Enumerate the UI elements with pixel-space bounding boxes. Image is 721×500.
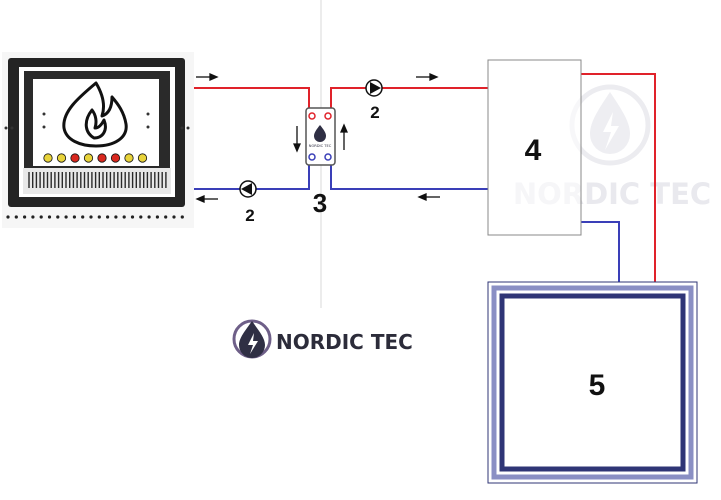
base-dot bbox=[97, 215, 101, 219]
fireplace-led bbox=[110, 153, 121, 163]
heat-exchanger-icon: NORDIC TEC bbox=[305, 107, 336, 166]
flame-icon bbox=[62, 81, 128, 148]
fireplace-leds bbox=[43, 153, 148, 163]
base-dot bbox=[31, 215, 35, 219]
fireplace-led bbox=[43, 153, 53, 163]
pump-label: 2 bbox=[370, 103, 379, 122]
fireplace-led bbox=[70, 153, 80, 163]
base-dot bbox=[6, 215, 10, 219]
base-dot bbox=[39, 215, 43, 219]
hot-supply-line bbox=[194, 73, 656, 282]
base-dot bbox=[172, 215, 176, 219]
fireplace-grate bbox=[28, 172, 167, 188]
base-dot bbox=[89, 215, 93, 219]
base-dot bbox=[47, 215, 52, 219]
fireplace-icon bbox=[2, 52, 194, 228]
base-dot bbox=[122, 215, 126, 219]
base-dot bbox=[106, 215, 110, 219]
fireplace-led bbox=[97, 153, 107, 163]
fireplace-led bbox=[137, 153, 148, 163]
base-dot bbox=[72, 215, 76, 219]
base-dot bbox=[180, 215, 184, 219]
base-dot bbox=[64, 215, 68, 219]
tank-label: 5 bbox=[589, 369, 606, 402]
base-dot bbox=[14, 215, 18, 219]
fireplace-led bbox=[124, 153, 134, 163]
storage-tank: 5 bbox=[487, 281, 698, 484]
arrow-icon bbox=[195, 195, 218, 203]
exchanger-logo-text: NORDIC TEC bbox=[309, 144, 332, 148]
pump-icon bbox=[239, 180, 257, 198]
fireplace-led bbox=[56, 153, 67, 163]
cold-return-line bbox=[194, 163, 620, 282]
pump-label: 2 bbox=[245, 206, 254, 225]
pump-icon bbox=[365, 79, 383, 97]
water-drop-bolt-icon bbox=[232, 319, 272, 359]
arrow-icon bbox=[196, 73, 219, 81]
arrow-icon bbox=[416, 73, 439, 81]
arrow-icon bbox=[417, 193, 440, 201]
base-dot bbox=[147, 215, 151, 219]
base-dot bbox=[164, 215, 168, 219]
logo-text: NORDIC TEC bbox=[276, 330, 413, 354]
base-dot bbox=[139, 215, 143, 219]
base-dot bbox=[130, 215, 135, 219]
base-dot bbox=[155, 215, 159, 219]
base-dot bbox=[114, 215, 118, 219]
arrow-icon bbox=[340, 123, 348, 150]
base-dot bbox=[56, 215, 60, 219]
boiler-label: 4 bbox=[525, 134, 542, 167]
fireplace-base-dots bbox=[6, 215, 184, 219]
boiler-unit: 4 bbox=[487, 59, 582, 236]
arrow-icon bbox=[293, 126, 301, 153]
exchanger-label: 3 bbox=[313, 188, 327, 218]
fireplace-led bbox=[83, 153, 94, 163]
base-dot bbox=[23, 215, 27, 219]
base-dot bbox=[81, 215, 85, 219]
